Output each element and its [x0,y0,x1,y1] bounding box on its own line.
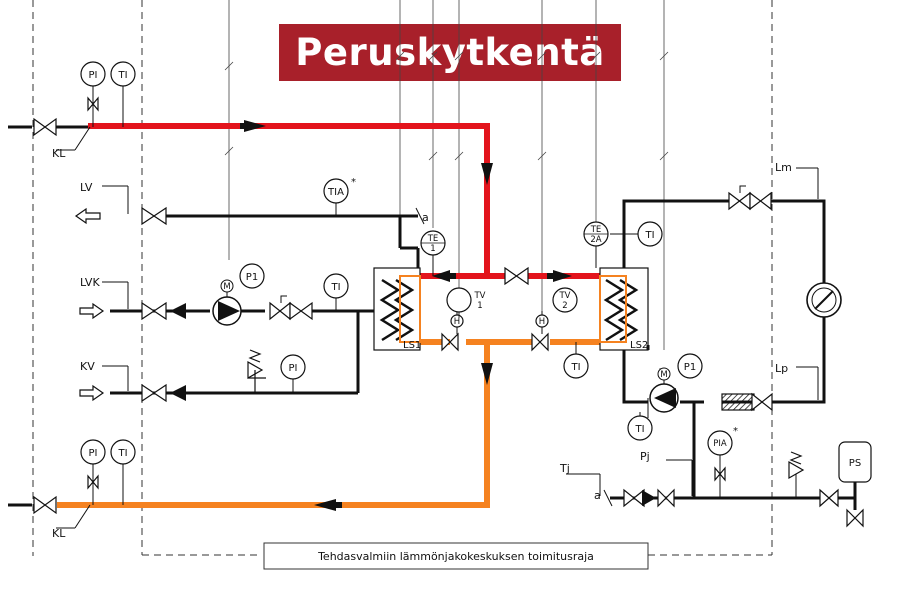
h2-label: H [539,317,545,327]
safety-valve-right [788,451,805,480]
a-lower-label: a [594,489,601,502]
exchanger-ls1 [373,267,421,351]
tia-label: TIA [327,187,344,198]
ti-te2a-label: TI [644,230,654,241]
pi-bottom-label: PI [89,448,98,459]
page-title: Peruskytkentä [279,24,621,81]
lv-arrow [74,207,101,225]
exchanger-ls1-label: LS1 [403,340,421,351]
pump-right [649,367,679,413]
boundary-dashed-lines [32,0,773,556]
kv-arrow [79,384,105,402]
te2a-label-b: 2A [590,235,601,245]
a-upper-label: a [422,211,429,224]
pump-left-m: M [223,282,230,292]
tv2-label-b: 2 [562,301,567,311]
tia-star: * [351,177,356,188]
exchanger-ls2-label: LS2 [630,340,648,351]
ti-under-tv2-label: TI [570,362,580,373]
radiator-inner [811,287,837,313]
tv1-label-a: TV [473,291,485,301]
valve-stems [92,86,746,505]
te1-label-b: 1 [430,244,435,254]
valve-icons [33,96,864,528]
boundary-label: Tehdasvalmiin lämmönjakokeskuksen toimit… [317,550,594,563]
lvk-label: LVK [80,276,100,289]
kv-label: KV [80,360,95,373]
pump-right-m: M [660,370,667,380]
return-line [57,339,600,508]
p1-left-label: P1 [246,272,258,283]
pia-label: PIA [713,439,727,449]
exchanger-ls2 [599,267,649,351]
kl-bottom-label: KL [52,527,66,540]
signal-ticks [224,51,669,161]
pia-star: * [733,426,738,437]
lm-label: Lm [775,161,792,174]
ti-bottom-label: TI [117,448,127,459]
ti-top-label: TI [117,70,127,81]
tj-label: Tj [559,462,570,475]
ti-lvk-label: TI [330,282,340,293]
radiator-stroke [814,290,834,310]
tv2-label-a: TV [558,291,570,301]
strainer-icon [721,393,755,411]
pump-left [212,279,242,326]
p1-right-label: P1 [684,362,696,373]
check-valve-icons [170,303,656,506]
pi-kv-label: PI [289,363,298,374]
instrument-bubbles [80,61,733,465]
ps-label: PS [849,458,861,469]
secondary-circuit [610,199,857,510]
primary-black-lines [8,125,420,507]
lv-label: LV [80,181,93,194]
pj-label: Pj [640,450,650,463]
te1-label-a: TE [427,234,439,244]
safety-valve-left [247,349,266,393]
te2a-label-a: TE [590,225,602,235]
h1-label: H [454,317,460,327]
lp-label: Lp [775,362,788,375]
tv1-label-b: 1 [477,301,482,311]
pi-top-label: PI [89,70,98,81]
boundary-label-box [263,542,649,570]
ti-pump-right-label: TI [634,424,644,435]
lvk-arrow [79,302,105,320]
instrument-leads [56,84,819,529]
supply-line [88,123,600,279]
flow-arrows [240,120,572,511]
kl-top-label: KL [52,147,66,160]
ps-tank [838,441,872,483]
